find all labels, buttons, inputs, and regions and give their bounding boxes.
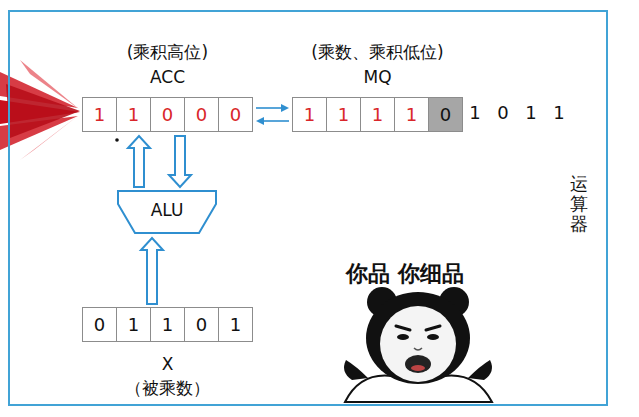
bit-cell: 1 [116, 97, 151, 132]
dot [115, 138, 119, 142]
bit-cell: 1 [150, 307, 185, 342]
bit-cell: 1 [394, 97, 429, 132]
bit-value: 0 [230, 104, 241, 125]
bit-cell: 1 [292, 97, 327, 132]
bit-value: 1 [162, 314, 173, 335]
bit-value: 1 [128, 314, 139, 335]
bit-value: 1 [94, 104, 105, 125]
register-note: X [22, 354, 313, 374]
bit-digit: 0 [497, 102, 508, 123]
register-name: （被乘数） [22, 378, 313, 398]
bit-cell: 0 [82, 307, 117, 342]
register: (乘数、乘积低位)MQ11110 [292, 97, 463, 132]
register-note: (乘积高位) [22, 42, 313, 62]
bit-value: 1 [338, 104, 349, 125]
bit-value: 1 [128, 104, 139, 125]
bit-digit: 1 [553, 102, 564, 123]
bit-cell: 0 [218, 97, 253, 132]
alu-block: ALU [117, 190, 217, 234]
bit-value: 0 [196, 104, 207, 125]
bit-cell: 0 [150, 97, 185, 132]
bit-cell: 0 [184, 307, 219, 342]
register: (乘积高位)ACC11000 [82, 97, 253, 132]
bit-value: 1 [372, 104, 383, 125]
bit-cell: 1 [218, 307, 253, 342]
data-arrow [256, 104, 289, 112]
bit-digit: 1 [469, 102, 480, 123]
unit-frame: 运算器(乘积高位)ACC11000(乘数、乘积低位)MQ11110ALUX（被乘… [8, 10, 608, 406]
bit-cell: 0 [428, 97, 463, 132]
bit-value: 0 [94, 314, 105, 335]
register-name: ACC [22, 67, 313, 87]
red-burst [0, 60, 80, 160]
alu-label: ALU [117, 200, 217, 220]
register: X（被乘数）01101 [82, 307, 253, 342]
bit-value: 0 [196, 314, 207, 335]
bit-cell: 0 [184, 97, 219, 132]
bit-cell: 1 [360, 97, 395, 132]
data-arrow [256, 117, 289, 125]
bus-arrow [141, 238, 163, 304]
bit-value: 0 [162, 104, 173, 125]
unit-label: 运算器 [570, 174, 588, 233]
meme-caption: 你品 你细品 [346, 259, 464, 289]
bit-cell: 1 [82, 97, 117, 132]
bit-value: 1 [406, 104, 417, 125]
register-note: (乘数、乘积低位) [232, 42, 523, 62]
bit-cell: 1 [116, 307, 151, 342]
bus-arrow [128, 136, 150, 187]
bit-cell: 1 [326, 97, 361, 132]
bit-digit: 1 [525, 102, 536, 123]
register-name: MQ [232, 67, 523, 87]
bit-value: 0 [440, 104, 451, 125]
panda-meme [344, 287, 492, 402]
bit-value: 1 [304, 104, 315, 125]
bit-value: 1 [230, 314, 241, 335]
bus-arrow [169, 136, 191, 187]
